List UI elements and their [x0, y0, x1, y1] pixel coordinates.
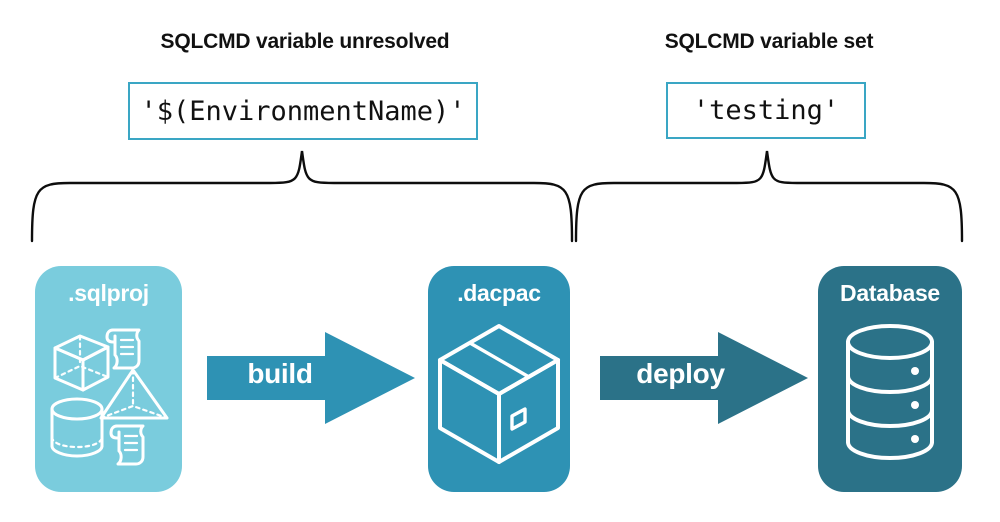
brace-right: [574, 150, 964, 243]
pyramid-icon: [99, 368, 169, 420]
cube-icon: [53, 334, 110, 392]
build-arrow: [207, 332, 415, 424]
stage-card-sqlproj: .sqlproj: [35, 266, 182, 492]
stage-card-database-label: Database: [840, 280, 940, 306]
brace-left: [30, 150, 574, 243]
stage-card-dacpac: .dacpac: [428, 266, 570, 492]
sqlproj-artwork: [50, 328, 169, 466]
database-artwork: [846, 324, 934, 460]
deploy-arrow: [600, 332, 808, 424]
sqlcmd-variable-unresolved-value: '$(EnvironmentName)': [128, 82, 478, 140]
build-arrow-label: build: [247, 358, 313, 389]
cylinder-icon: [50, 397, 104, 458]
dacpac-artwork: [438, 324, 560, 464]
phase-heading-set: SQLCMD variable set: [664, 30, 874, 53]
package-box-icon: [438, 324, 560, 464]
phase-heading-unresolved: SQLCMD variable unresolved: [160, 30, 450, 53]
sqlcmd-variable-set-value: 'testing': [666, 82, 866, 139]
stage-card-dacpac-label: .dacpac: [457, 280, 541, 306]
stage-card-sqlproj-label: .sqlproj: [68, 280, 149, 306]
stage-card-database: Database: [818, 266, 962, 492]
database-cylinder-icon: [846, 324, 934, 460]
deploy-arrow-label: deploy: [636, 358, 725, 389]
scroll-icon: [105, 328, 141, 370]
scroll-icon: [109, 424, 145, 466]
